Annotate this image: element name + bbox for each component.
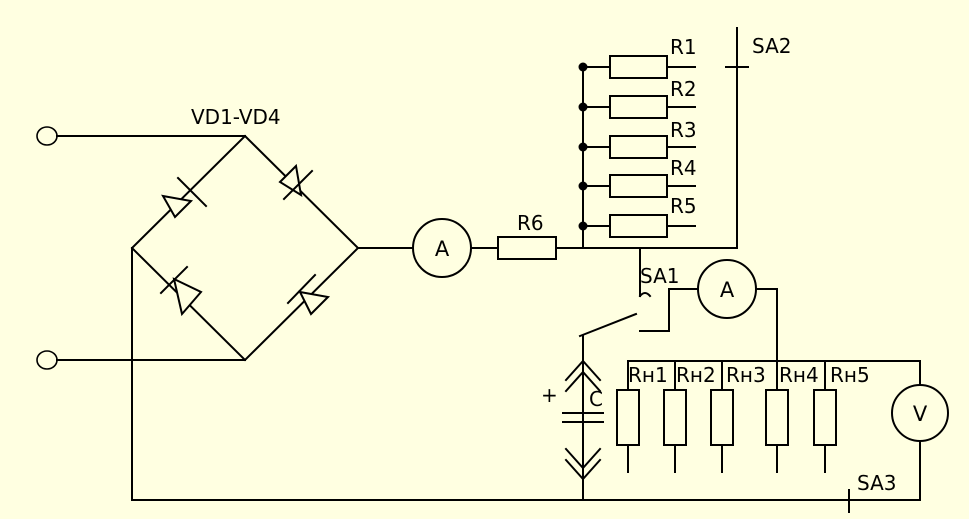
rn3-label: Rн3 xyxy=(726,363,766,387)
rn2-label: Rн2 xyxy=(676,363,716,387)
ammeter-load: A xyxy=(697,259,757,319)
resistor-r4 xyxy=(609,174,668,198)
r3-label: R3 xyxy=(670,118,697,142)
voltmeter: V xyxy=(891,384,949,442)
input-terminal-bottom xyxy=(36,350,58,370)
bridge-label: VD1-VD4 xyxy=(191,105,281,129)
capacitor-label: C xyxy=(589,387,603,411)
diode-vd4 xyxy=(286,273,331,316)
capacitor: + C xyxy=(541,359,604,481)
load-resistor-rn3 xyxy=(710,389,734,446)
voltmeter-label: V xyxy=(913,402,928,426)
load-resistor-rn2 xyxy=(663,389,687,446)
junction-r3 xyxy=(578,142,588,152)
r2-label: R2 xyxy=(670,77,697,101)
sa1-label: SA1 xyxy=(640,264,679,288)
r1-label: R1 xyxy=(670,35,697,59)
ammeter-main-label: A xyxy=(435,237,450,261)
input-terminals xyxy=(36,126,246,370)
diode-bridge: VD1-VD4 xyxy=(130,105,360,362)
diode-vd2 xyxy=(278,163,314,201)
wires xyxy=(131,27,921,513)
load-resistor-rn5 xyxy=(813,389,837,446)
sa3-label: SA3 xyxy=(857,471,896,495)
rn1-label: Rн1 xyxy=(628,363,668,387)
rn5-label: Rн5 xyxy=(830,363,870,387)
input-terminal-top xyxy=(36,126,58,146)
junction-r5 xyxy=(578,221,588,231)
junction-r1 xyxy=(578,62,588,72)
diode-vd1 xyxy=(161,176,208,219)
load-resistor-rn1 xyxy=(616,389,640,446)
resistor-r6 xyxy=(497,236,557,260)
r5-label: R5 xyxy=(670,194,697,218)
r4-label: R4 xyxy=(670,156,697,180)
junction-r2 xyxy=(578,102,588,112)
ammeter-main: A xyxy=(412,218,472,278)
resistor-r5 xyxy=(609,214,668,238)
junction-r4 xyxy=(578,181,588,191)
resistor-r2 xyxy=(609,95,668,119)
load-resistor-rn4 xyxy=(765,389,789,446)
ammeter-load-label: A xyxy=(720,278,735,302)
junction-dots xyxy=(578,62,588,231)
capacitor-plus-sign: + xyxy=(541,383,558,407)
diode-vd3 xyxy=(159,265,203,317)
rn4-label: Rн4 xyxy=(779,363,819,387)
r6-label: R6 xyxy=(517,211,544,235)
resistor-r1 xyxy=(609,55,668,79)
sa2-label: SA2 xyxy=(752,34,791,58)
resistor-r3 xyxy=(609,135,668,159)
